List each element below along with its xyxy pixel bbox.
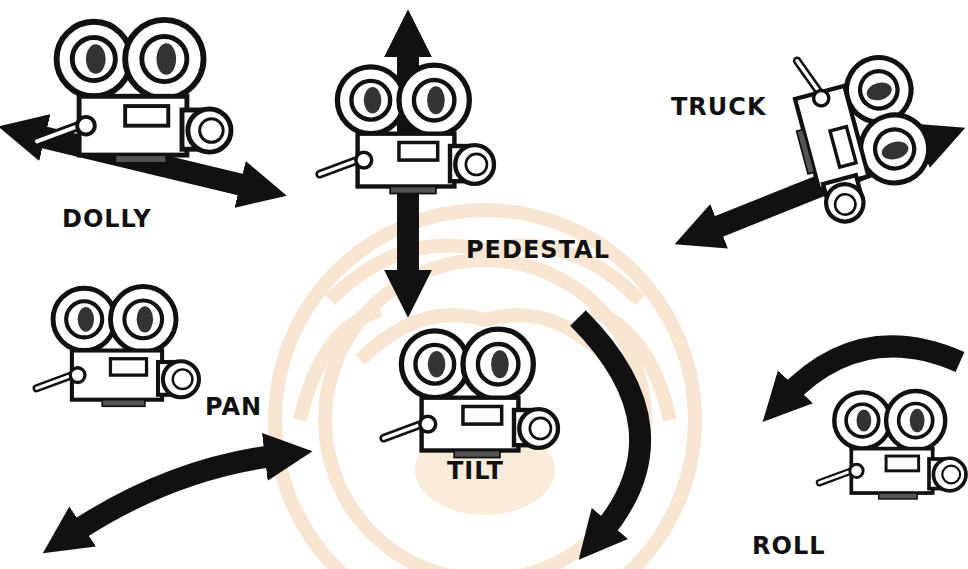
cameras xyxy=(37,20,966,499)
movement-label: PEDESTAL xyxy=(466,238,610,262)
movement-label: DOLLY xyxy=(62,207,152,231)
watermark-ring xyxy=(275,210,695,569)
dolly-camera xyxy=(37,20,231,163)
tilt-camera xyxy=(384,329,558,457)
movement-label: TILT xyxy=(447,459,504,483)
roll-camera xyxy=(819,391,966,499)
pan-camera xyxy=(37,287,199,407)
movement-label: ROLL xyxy=(752,534,825,558)
watermark-petal xyxy=(300,310,380,420)
pan-arrow xyxy=(70,455,280,535)
movement-label: PAN xyxy=(205,395,262,419)
truck-camera xyxy=(779,33,942,228)
roll-arrow xyxy=(785,346,960,398)
pedestal-camera xyxy=(320,65,494,193)
watermark xyxy=(275,210,695,569)
tilt-arrow xyxy=(578,318,640,535)
movement-label: TRUCK xyxy=(671,95,767,119)
